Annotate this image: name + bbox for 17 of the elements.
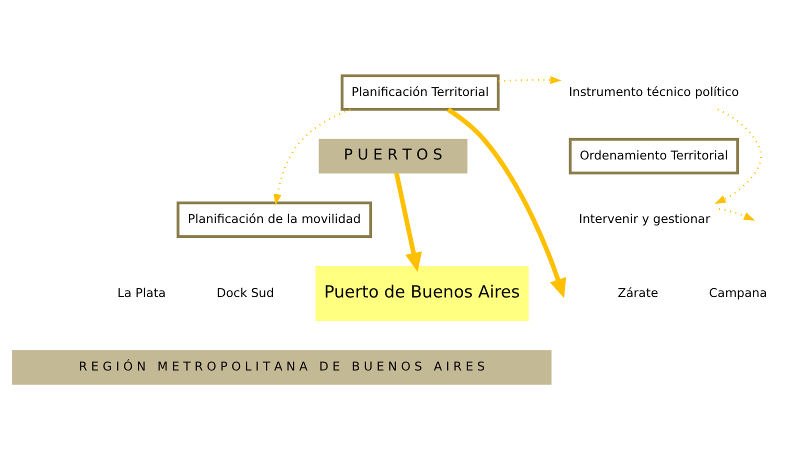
node-box: Ordenamiento Territorial bbox=[568, 137, 739, 174]
label: Campana bbox=[709, 285, 768, 300]
arrow bbox=[274, 108, 351, 205]
node-box: Planificación Territorial bbox=[340, 74, 500, 110]
arrow bbox=[394, 172, 422, 272]
label: Dock Sud bbox=[216, 285, 274, 300]
node-box: Planificación de la movilidad bbox=[176, 200, 372, 238]
node-box: R E G I Ó N M E T R O P O L I T A N A D E B U E N O S A I R E S bbox=[12, 350, 552, 384]
node-box: Puerto de Buenos Aires bbox=[315, 266, 529, 321]
arrow bbox=[498, 76, 562, 84]
label: La Plata bbox=[117, 285, 166, 300]
arrow bbox=[714, 108, 762, 204]
arrow bbox=[718, 207, 756, 220]
node-text: Intervenir y gestionar bbox=[578, 211, 710, 226]
node-text: Instrumento técnico político bbox=[568, 84, 739, 98]
node-box: P U E R T O S bbox=[318, 138, 468, 173]
label: Zárate bbox=[618, 285, 658, 300]
